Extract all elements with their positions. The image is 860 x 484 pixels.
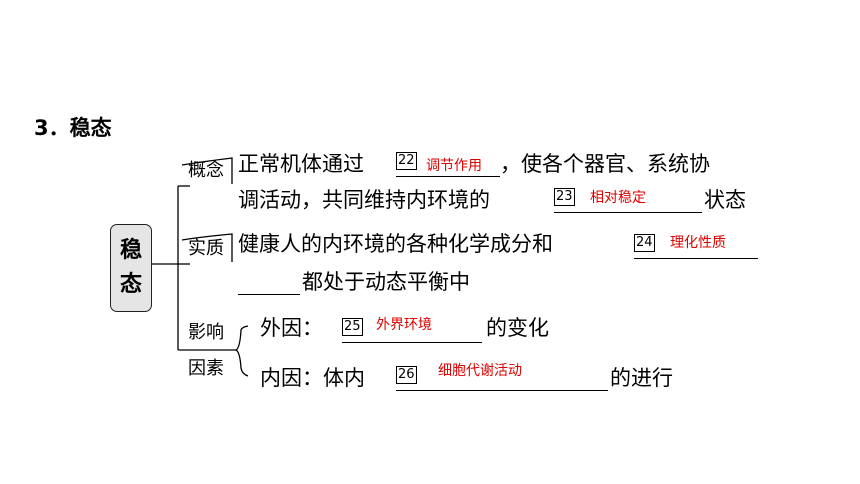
nei-prefix: 内因：体内 — [260, 366, 365, 390]
label-yingxiang-1: 影响 — [188, 322, 224, 343]
underline-25 — [342, 342, 482, 343]
section-title: 3．稳态 — [34, 116, 112, 140]
label-yingxiang-2: 因素 — [188, 358, 224, 379]
answer-23: 相对稳定 — [590, 190, 646, 206]
blank-23: 23 — [554, 188, 575, 207]
underline-24-a — [634, 258, 758, 259]
blank-22-number: 22 — [396, 152, 417, 170]
steady-state-node: 稳 态 — [110, 224, 152, 312]
underline-23 — [554, 212, 702, 213]
blank-26: 26 — [396, 366, 417, 385]
gainian-line1-a: 正常机体通过 — [238, 152, 364, 176]
answer-25: 外界环境 — [376, 317, 432, 333]
blank-25: 25 — [342, 318, 363, 337]
label-gainian: 概念 — [188, 160, 224, 181]
underline-24-b — [238, 294, 300, 295]
gainian-line2-a: 调活动，共同维持内环境的 — [238, 188, 490, 212]
underline-26 — [396, 390, 608, 391]
gainian-line1-b: ，使各个器官、系统协 — [500, 152, 710, 176]
node-char-2: 态 — [119, 272, 142, 297]
node-char-1: 稳 — [119, 238, 142, 263]
shizhi-line1-a: 健康人的内环境的各种化学成分和 — [238, 232, 553, 256]
label-shizhi: 实质 — [188, 238, 224, 259]
wai-prefix: 外因： — [260, 316, 323, 340]
blank-25-number: 25 — [342, 318, 363, 336]
wai-suffix: 的变化 — [486, 316, 549, 340]
nei-suffix: 的进行 — [610, 366, 673, 390]
shizhi-line2-b: 都处于动态平衡中 — [302, 270, 470, 294]
blank-23-number: 23 — [554, 188, 575, 206]
answer-24: 理化性质 — [670, 235, 726, 251]
answer-22: 调节作用 — [426, 158, 482, 174]
underline-22 — [396, 176, 500, 177]
blank-24: 24 — [634, 234, 655, 253]
blank-24-number: 24 — [634, 234, 655, 252]
blank-22: 22 — [396, 152, 417, 171]
blank-26-number: 26 — [396, 366, 417, 384]
answer-26: 细胞代谢活动 — [438, 363, 522, 379]
gainian-line2-b: 状态 — [704, 188, 746, 212]
